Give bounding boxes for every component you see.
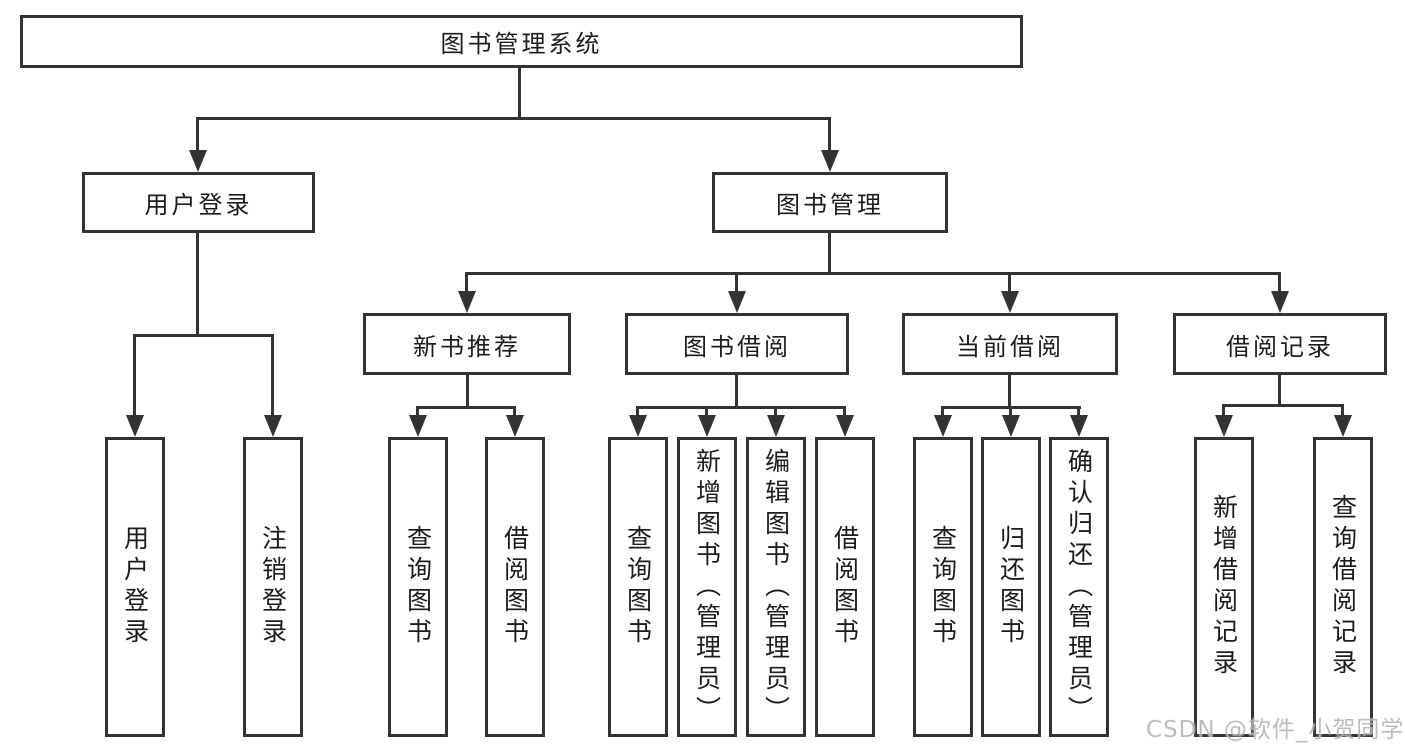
arrow-down-icon [1334, 415, 1352, 437]
leaf-add-books-admin: 新增图书（管理员） [677, 437, 737, 737]
connector-line [1077, 406, 1080, 417]
arrow-down-icon [409, 415, 427, 437]
leaf-return-books: 归还图书 [981, 437, 1041, 737]
node-user-login: 用户登录 [82, 172, 315, 233]
connector-line [1222, 404, 1344, 407]
connector-line [1341, 404, 1344, 417]
connector-line [133, 334, 136, 417]
connector-line [828, 117, 831, 152]
connector-line [466, 375, 469, 408]
node-borrowing-records: 借阅记录 [1173, 313, 1387, 375]
connector-line [636, 406, 846, 409]
connector-line [705, 406, 708, 417]
connector-line [465, 272, 1281, 275]
connector-line [416, 406, 419, 417]
connector-line [513, 406, 516, 417]
leaf-logout: 注销登录 [243, 437, 303, 737]
arrow-down-icon [264, 415, 282, 437]
connector-line [636, 406, 639, 417]
connector-line [1278, 375, 1281, 406]
arrow-down-icon [458, 291, 476, 313]
arrow-down-icon [836, 415, 854, 437]
leaf-borrow-books-recommend: 借阅图书 [485, 437, 545, 737]
node-current-borrowing: 当前借阅 [902, 313, 1118, 375]
connector-line [1278, 272, 1281, 293]
node-new-book-recommend: 新书推荐 [363, 313, 571, 375]
connector-line [416, 406, 516, 409]
connector-line [133, 334, 274, 337]
arrow-down-icon [1002, 415, 1020, 437]
connector-line [941, 406, 944, 417]
arrow-down-icon [1001, 291, 1019, 313]
leaf-borrow-books: 借阅图书 [815, 437, 875, 737]
arrow-down-icon [1215, 415, 1233, 437]
arrow-down-icon [1271, 291, 1289, 313]
connector-line [774, 406, 777, 417]
leaf-query-books-current: 查询图书 [913, 437, 973, 737]
arrow-down-icon [821, 150, 839, 172]
node-root: 图书管理系统 [20, 15, 1023, 68]
connector-line [1222, 404, 1225, 417]
leaf-user-login: 用户登录 [105, 437, 165, 737]
arrow-down-icon [698, 415, 716, 437]
leaf-query-books-recommend: 查询图书 [388, 437, 448, 737]
leaf-confirm-return-admin: 确认归还（管理员） [1049, 437, 1109, 737]
connector-line [1008, 272, 1011, 293]
arrow-down-icon [629, 415, 647, 437]
arrow-down-icon [767, 415, 785, 437]
connector-line [1008, 375, 1011, 408]
connector-line [465, 272, 468, 293]
leaf-query-borrow-record: 查询借阅记录 [1313, 437, 1373, 737]
connector-line [735, 375, 738, 408]
connector-line [518, 67, 521, 119]
csdn-watermark: CSDN @软件_小贺同学 [1146, 717, 1405, 743]
connector-line [197, 117, 831, 120]
connector-line [843, 406, 846, 417]
connector-line [735, 272, 738, 293]
arrow-down-icon [126, 415, 144, 437]
connector-line [828, 232, 831, 274]
leaf-add-borrow-record: 新增借阅记录 [1194, 437, 1254, 737]
arrow-down-icon [728, 291, 746, 313]
arrow-down-icon [1070, 415, 1088, 437]
node-book-management: 图书管理 [712, 172, 948, 233]
arrow-down-icon [934, 415, 952, 437]
leaf-query-books-borrow: 查询图书 [608, 437, 668, 737]
connector-line [1009, 406, 1012, 417]
node-book-borrowing: 图书借阅 [625, 313, 849, 375]
connector-line [271, 334, 274, 417]
connector-line [196, 232, 199, 336]
arrow-down-icon [506, 415, 524, 437]
connector-line [196, 117, 199, 152]
leaf-edit-books-admin: 编辑图书（管理员） [746, 437, 806, 737]
arrow-down-icon [189, 150, 207, 172]
